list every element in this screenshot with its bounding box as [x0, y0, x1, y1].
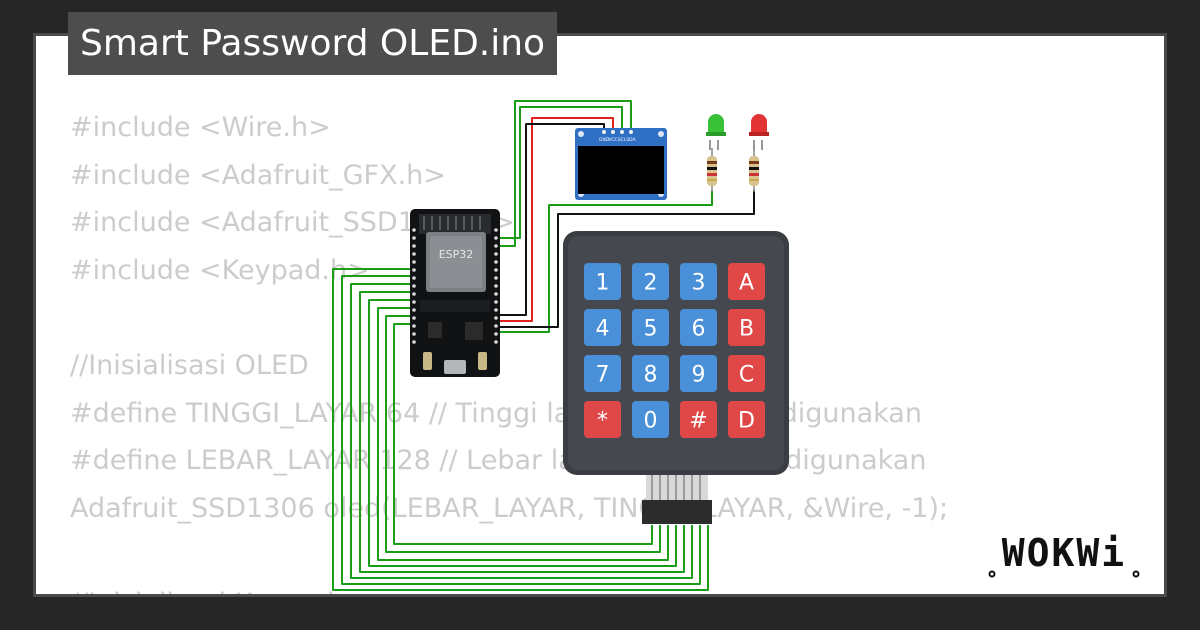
keypad-key-5[interactable] — [632, 309, 669, 346]
code-listing: #include <Wire.h> #include <Adafruit_GFX.… — [70, 104, 948, 594]
keypad-key-c[interactable] — [728, 355, 765, 392]
esp32-board: ESP32 — [410, 209, 500, 377]
wire-keypad-6 — [377, 307, 669, 561]
keypad-key-label: 8 — [644, 363, 658, 388]
keypad-key-3[interactable] — [680, 263, 717, 300]
keypad-key-b[interactable] — [728, 309, 765, 346]
wire-keypad-8 — [393, 323, 653, 545]
oled-pin-label: SCL — [618, 137, 627, 143]
code-line: #include <Adafruit_GFX.h> — [70, 159, 446, 191]
wokwi-wordmark: WOKWi — [1002, 531, 1126, 575]
wire-led-red — [499, 190, 755, 328]
code-line: //Inisialisasi OLED — [70, 349, 309, 381]
code-editor-panel: #include <Wire.h> #include <Adafruit_GFX.… — [33, 33, 1167, 597]
oled-pin-label: GND — [599, 137, 610, 143]
wire-keypad-7 — [385, 315, 661, 553]
keypad-connector — [642, 470, 712, 524]
wire-keypad-2 — [341, 275, 701, 585]
led-green — [706, 114, 726, 150]
resistor-green-led — [707, 148, 717, 192]
keypad-key-label: 5 — [644, 317, 658, 342]
keypad-key-label: * — [597, 409, 608, 434]
esp32-label: ESP32 — [439, 248, 474, 261]
wire-led-green — [499, 190, 713, 333]
keypad-key-label: # — [689, 409, 707, 434]
oled-display: GND VCC SCL SDA — [575, 128, 667, 200]
keypad-key-4[interactable] — [584, 309, 621, 346]
wire-oled-gnd — [499, 123, 605, 316]
keypad-key-label: 6 — [692, 317, 706, 342]
keypad-key-label: 7 — [596, 363, 610, 388]
keypad-key-label: 2 — [644, 271, 658, 296]
wire-oled-sda — [499, 100, 632, 247]
wires — [332, 100, 755, 591]
keypad-key-9[interactable] — [680, 355, 717, 392]
project-title: Smart Password OLED.ino — [68, 12, 558, 75]
wire-oled-scl — [499, 106, 623, 239]
keypad-key-2[interactable] — [632, 263, 669, 300]
keypad-key-label: 1 — [596, 271, 610, 296]
keypad-key-8[interactable] — [632, 355, 669, 392]
keypad-key-label: 3 — [692, 271, 706, 296]
keypad-key-6[interactable] — [680, 309, 717, 346]
keypad-key-label: A — [739, 271, 754, 296]
keypad-key-1[interactable] — [584, 263, 621, 300]
resistor-red-led — [749, 148, 759, 192]
wire-keypad-1 — [332, 268, 709, 591]
code-line: #include <Keypad.h> — [70, 254, 370, 286]
keypad-key-label: 4 — [596, 317, 610, 342]
keypad-key-label: B — [739, 317, 754, 342]
keypad-key-label: D — [738, 409, 755, 434]
wire-keypad-5 — [368, 299, 677, 567]
wire-keypad-4 — [359, 291, 685, 573]
wokwi-logo: WOKWi — [988, 531, 1140, 578]
keypad-keys: 1 2 3 A 4 5 6 B 7 8 9 C * 0 # D — [584, 263, 765, 438]
led-red — [749, 114, 769, 150]
keypad-key-star[interactable] — [584, 401, 621, 438]
keypad-key-hash[interactable] — [680, 401, 717, 438]
keypad-key-7[interactable] — [584, 355, 621, 392]
keypad-key-label: C — [739, 363, 754, 388]
keypad-key-a[interactable] — [728, 263, 765, 300]
keypad-key-0[interactable] — [632, 401, 669, 438]
oled-pin-label: SDA — [626, 137, 636, 143]
keypad-key-label: 9 — [692, 363, 706, 388]
code-line: //Inisialisasi Keypad — [70, 580, 948, 594]
oled-pin-label: VCC — [608, 137, 617, 143]
code-line: #include <Wire.h> — [70, 112, 331, 143]
wire-keypad-3 — [350, 283, 693, 579]
keypad-key-label: 0 — [644, 409, 658, 434]
wire-oled-vcc — [499, 117, 614, 322]
keypad-key-d[interactable] — [728, 401, 765, 438]
